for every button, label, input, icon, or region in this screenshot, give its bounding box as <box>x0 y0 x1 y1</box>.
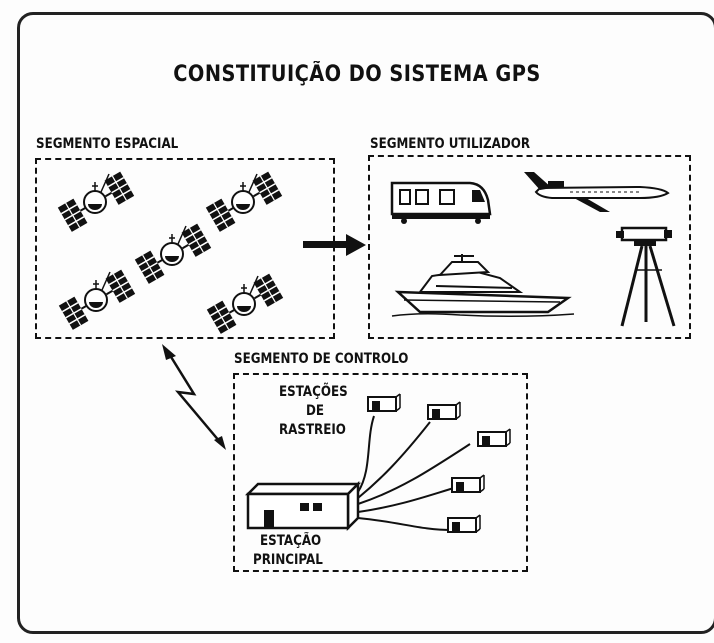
tracking-station-4-icon <box>451 474 485 493</box>
tracking-stations-label-line3: RASTREIO <box>279 422 346 438</box>
control-segment-box <box>233 373 528 572</box>
satellite-2-icon <box>204 170 284 233</box>
tracking-station-5-icon <box>447 514 481 533</box>
tracking-station-1-icon <box>367 393 401 412</box>
main-control-station-icon <box>244 480 362 532</box>
space-to-user-arrow <box>303 234 366 256</box>
satellite-3-icon <box>133 222 213 285</box>
tracking-stations-label-line1: ESTAÇÕES <box>279 384 348 400</box>
satellite-4-icon <box>57 268 137 331</box>
figure-title: CONSTITUIÇÃO DO SISTEMA GPS <box>173 62 541 87</box>
tracking-station-3-icon <box>477 428 511 447</box>
user-segment-label: SEGMENTO UTILIZADOR <box>370 136 530 152</box>
space-segment-label: SEGMENTO ESPACIAL <box>36 136 179 152</box>
train-icon <box>390 181 492 224</box>
tracking-stations-label-line2: DE <box>306 403 325 419</box>
station-links <box>357 415 471 531</box>
yacht-icon <box>391 254 575 318</box>
space-segment-box <box>35 158 335 339</box>
main-station-label-line2: PRINCIPAL <box>253 552 323 568</box>
satellite-5-icon <box>205 272 285 335</box>
main-station-label-line1: ESTAÇÃO <box>260 533 322 549</box>
control-segment-label: SEGMENTO DE CONTROLO <box>234 351 409 367</box>
airplane-icon <box>524 172 670 212</box>
space-control-radio-link <box>166 351 221 443</box>
surveying-tripod-icon <box>616 226 676 327</box>
tracking-station-2-icon <box>427 401 461 420</box>
user-segment-box <box>368 155 691 339</box>
figure-frame <box>17 12 714 634</box>
satellite-1-icon <box>56 170 136 233</box>
